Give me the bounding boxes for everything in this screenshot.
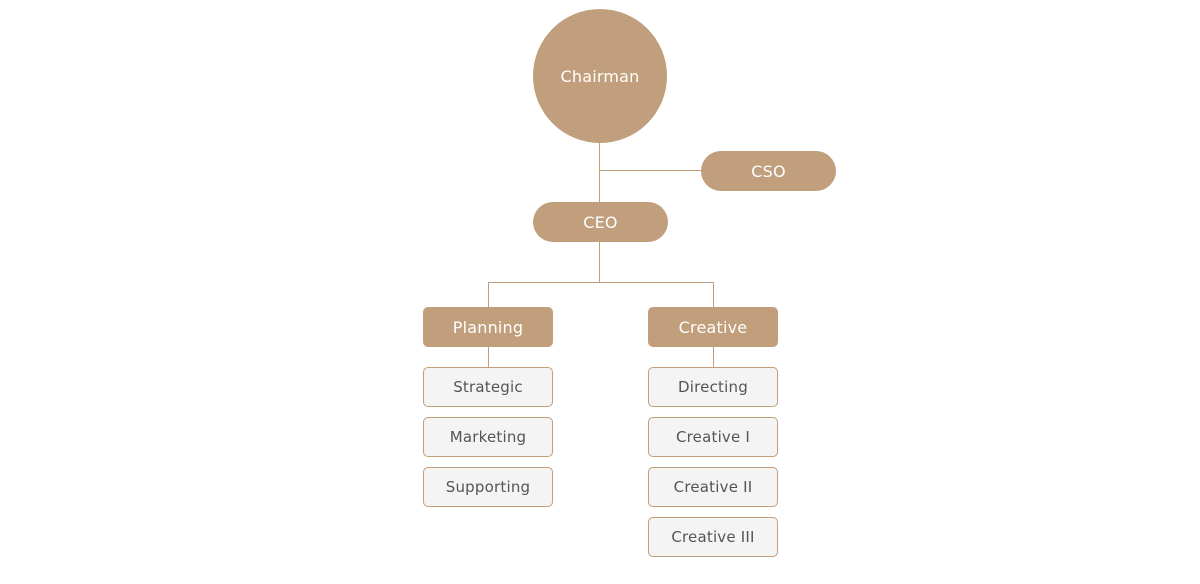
- team-label: Supporting: [445, 478, 531, 496]
- team-label: Marketing: [449, 428, 527, 446]
- chairman-node: Chairman: [533, 9, 667, 143]
- team-label: Directing: [678, 378, 748, 396]
- department-creative: Creative: [648, 307, 778, 347]
- connector-cso: [599, 170, 702, 171]
- team-creative-3: Creative III: [648, 517, 778, 557]
- connector-planning-up: [488, 282, 489, 307]
- connector-creative-teams: [713, 346, 714, 367]
- connector-ceo-down: [599, 241, 600, 282]
- team-label: Creative I: [675, 428, 751, 446]
- department-planning-label: Planning: [452, 317, 524, 337]
- team-creative-1: Creative I: [648, 417, 778, 457]
- team-supporting: Supporting: [423, 467, 553, 507]
- connector-departments-horizontal: [488, 282, 714, 283]
- connector-creative-up: [713, 282, 714, 307]
- connector-chairman-ceo: [599, 142, 600, 202]
- team-label: Creative III: [671, 528, 755, 546]
- team-strategic: Strategic: [423, 367, 553, 407]
- cso-node: CSO: [701, 151, 836, 191]
- team-creative-2: Creative II: [648, 467, 778, 507]
- team-label: Creative II: [673, 478, 753, 496]
- ceo-label: CEO: [583, 212, 618, 232]
- team-directing: Directing: [648, 367, 778, 407]
- department-creative-label: Creative: [678, 317, 748, 337]
- ceo-node: CEO: [533, 202, 668, 242]
- department-planning: Planning: [423, 307, 553, 347]
- chairman-label: Chairman: [560, 66, 640, 86]
- team-label: Strategic: [453, 378, 523, 396]
- team-marketing: Marketing: [423, 417, 553, 457]
- cso-label: CSO: [751, 161, 786, 181]
- connector-planning-teams: [488, 346, 489, 367]
